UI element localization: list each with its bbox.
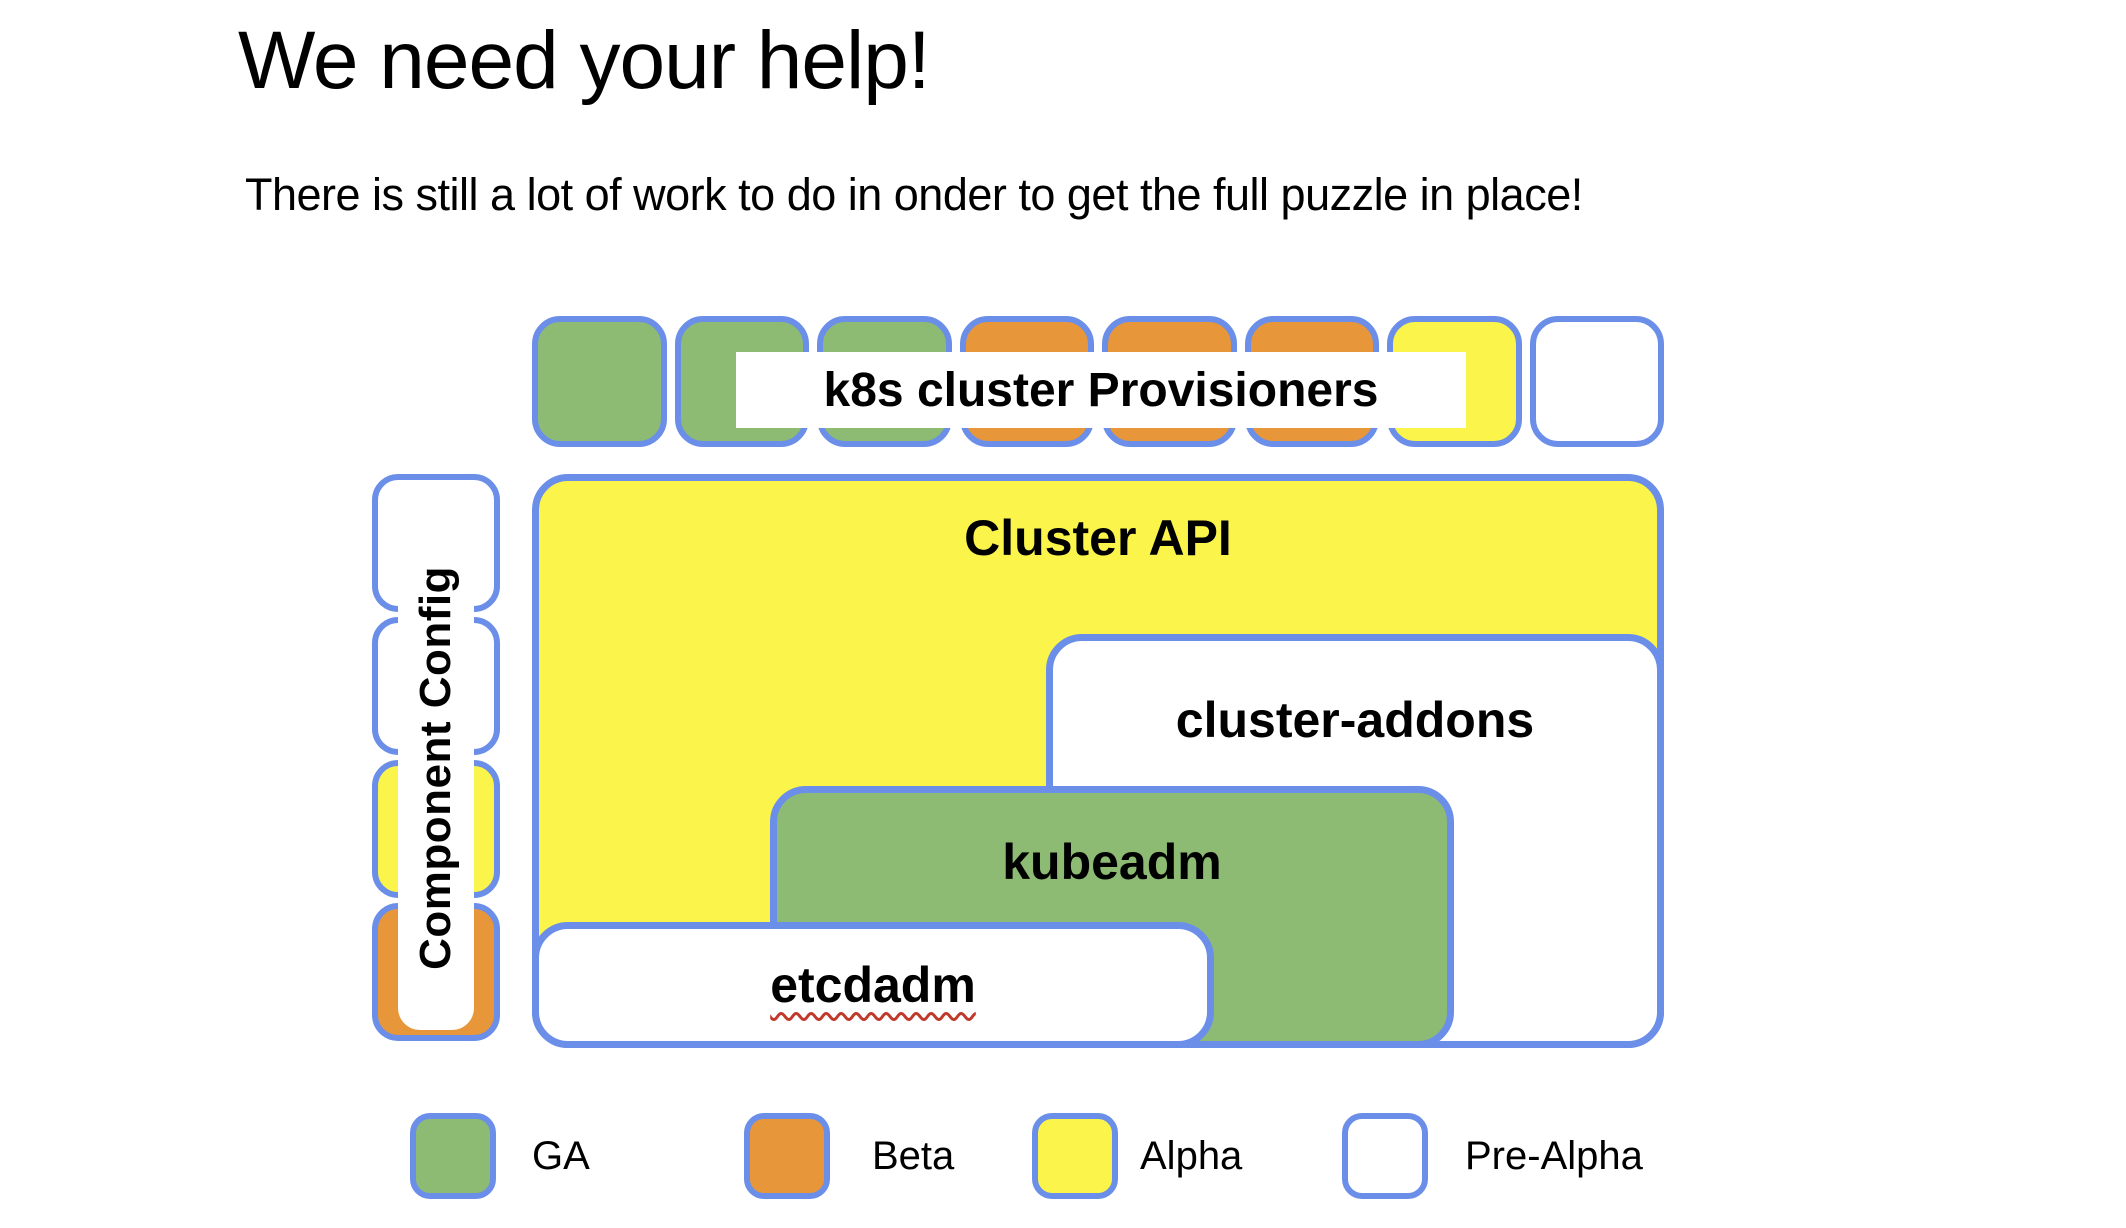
- legend-label-ga: GA: [532, 1134, 590, 1178]
- legend-label-prealpha: Pre-Alpha: [1465, 1134, 1643, 1178]
- legend-swatch-beta: [744, 1113, 830, 1199]
- slide-subtitle: There is still a lot of work to do in on…: [245, 169, 1583, 220]
- component-config-label: Component Config: [398, 506, 474, 1030]
- status-square: [1529, 316, 1664, 447]
- legend-label-beta: Beta: [872, 1134, 955, 1178]
- component-config-label-text: Component Config: [411, 566, 460, 970]
- legend-swatch-ga: [410, 1113, 496, 1199]
- slide-title: We need your help!: [238, 15, 931, 106]
- etcdadm-label: etcdadm: [770, 957, 976, 1013]
- legend-swatch-prealpha: [1342, 1113, 1428, 1199]
- cluster-api-label: Cluster API: [964, 510, 1232, 566]
- legend-swatch-alpha: [1032, 1113, 1118, 1199]
- provisioners-label: k8s cluster Provisioners: [736, 352, 1466, 428]
- status-square: [532, 316, 667, 447]
- cluster-addons-label: cluster-addons: [1175, 692, 1535, 748]
- etcdadm-box: etcdadm: [532, 922, 1214, 1048]
- legend-label-alpha: Alpha: [1140, 1134, 1243, 1178]
- kubeadm-label: kubeadm: [1002, 834, 1222, 890]
